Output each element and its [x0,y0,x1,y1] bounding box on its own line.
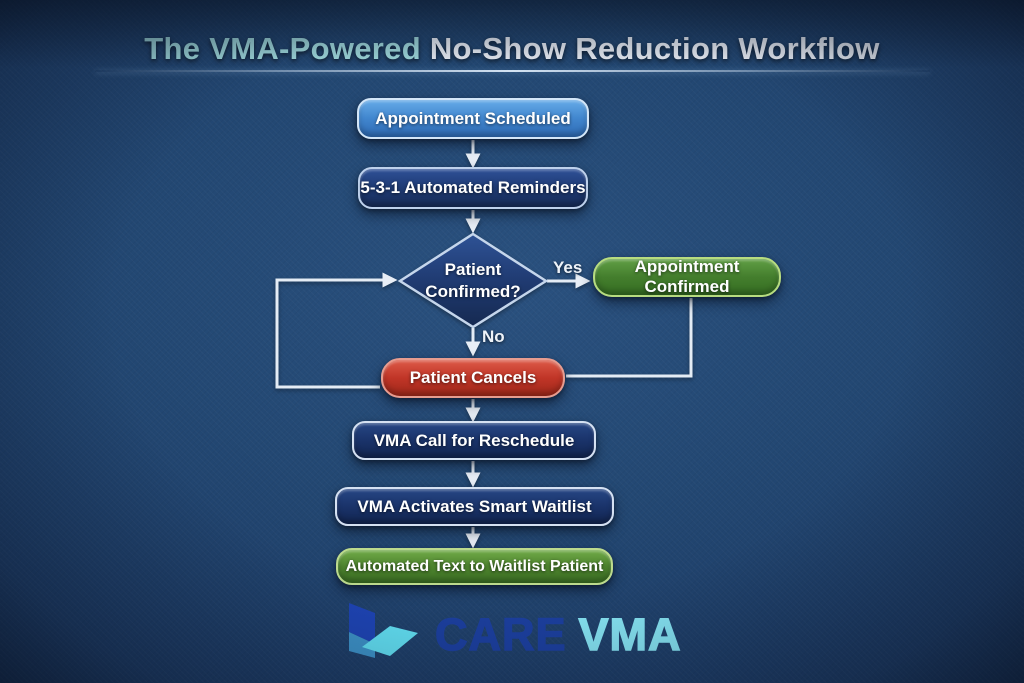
node-appointment-scheduled: Appointment Scheduled [357,98,589,139]
logo-word-vma: VMA [578,608,682,660]
node-patient-cancels: Patient Cancels [381,358,565,398]
carevma-logo-icon [349,603,418,658]
node-vma-call-reschedule: VMA Call for Reschedule [352,421,596,460]
loop-cancels-to-decision [275,272,398,389]
node-automated-reminders: 5-3-1 Automated Reminders [358,167,588,209]
no-branch-label: No [482,327,505,346]
node-patient-confirmed-label: Patient Confirmed? [425,259,521,301]
connector-confirmed-to-cancels [566,298,693,378]
node-appointment-confirmed: Appointment Confirmed [593,257,781,297]
yes-branch-label: Yes [553,258,583,277]
node-vma-smart-waitlist: VMA Activates Smart Waitlist [335,487,614,526]
logo-word-care: CARE [434,608,567,660]
node-automated-text-waitlist: Automated Text to Waitlist Patient [336,548,613,585]
